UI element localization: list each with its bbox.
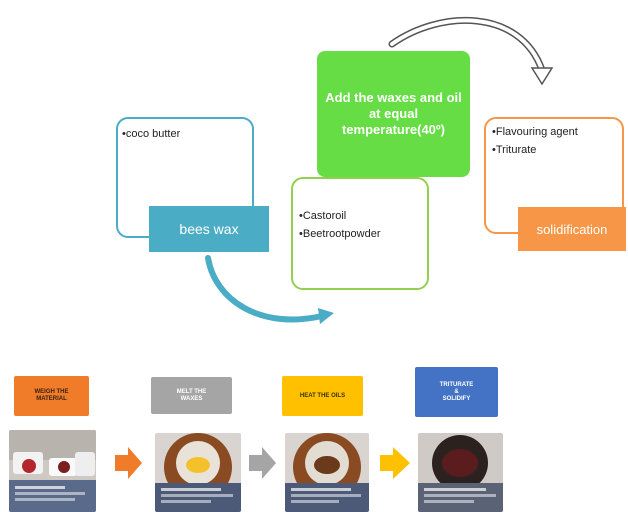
main-step-box: Add the waxes and oil at equal temperatu… bbox=[317, 51, 470, 177]
triturate-photo bbox=[418, 433, 503, 512]
heat-photo bbox=[285, 433, 369, 512]
top-curved-arrow-icon bbox=[388, 17, 554, 86]
right-arrow-gray-icon bbox=[249, 447, 276, 479]
oil-bullet-list: •Castoroil •Beetrootpowder bbox=[299, 207, 381, 243]
final-bullet-2: •Triturate bbox=[492, 144, 537, 156]
right-arrow-orange-icon bbox=[115, 447, 142, 479]
solidification-tag: solidification bbox=[518, 207, 626, 251]
final-bullet-list: •Flavouring agent •Triturate bbox=[492, 123, 578, 159]
oil-bullet-1: •Castoroil bbox=[299, 210, 347, 222]
melt-photo bbox=[155, 433, 241, 512]
step-melt-label: MELT THE WAXES bbox=[151, 377, 232, 414]
wax-bullet: •coco butter bbox=[122, 128, 181, 140]
final-bullet-1: •Flavouring agent bbox=[492, 126, 578, 138]
oil-box: •Castoroil •Beetrootpowder bbox=[291, 177, 429, 290]
step-weigh-label: WEIGH THE MATERIAL bbox=[14, 376, 89, 416]
weigh-photo bbox=[9, 430, 96, 512]
bottom-curved-arrow-icon bbox=[205, 255, 334, 324]
bees-wax-tag: bees wax bbox=[149, 206, 269, 252]
step-triturate-label: TRITURATE & SOLIDIFY bbox=[415, 367, 498, 417]
step-heat-label: HEAT THE OILS bbox=[282, 376, 363, 416]
oil-bullet-2: •Beetrootpowder bbox=[299, 228, 381, 240]
wax-bullet-list: •coco butter bbox=[122, 125, 180, 143]
right-arrow-yellow-icon bbox=[380, 447, 410, 479]
